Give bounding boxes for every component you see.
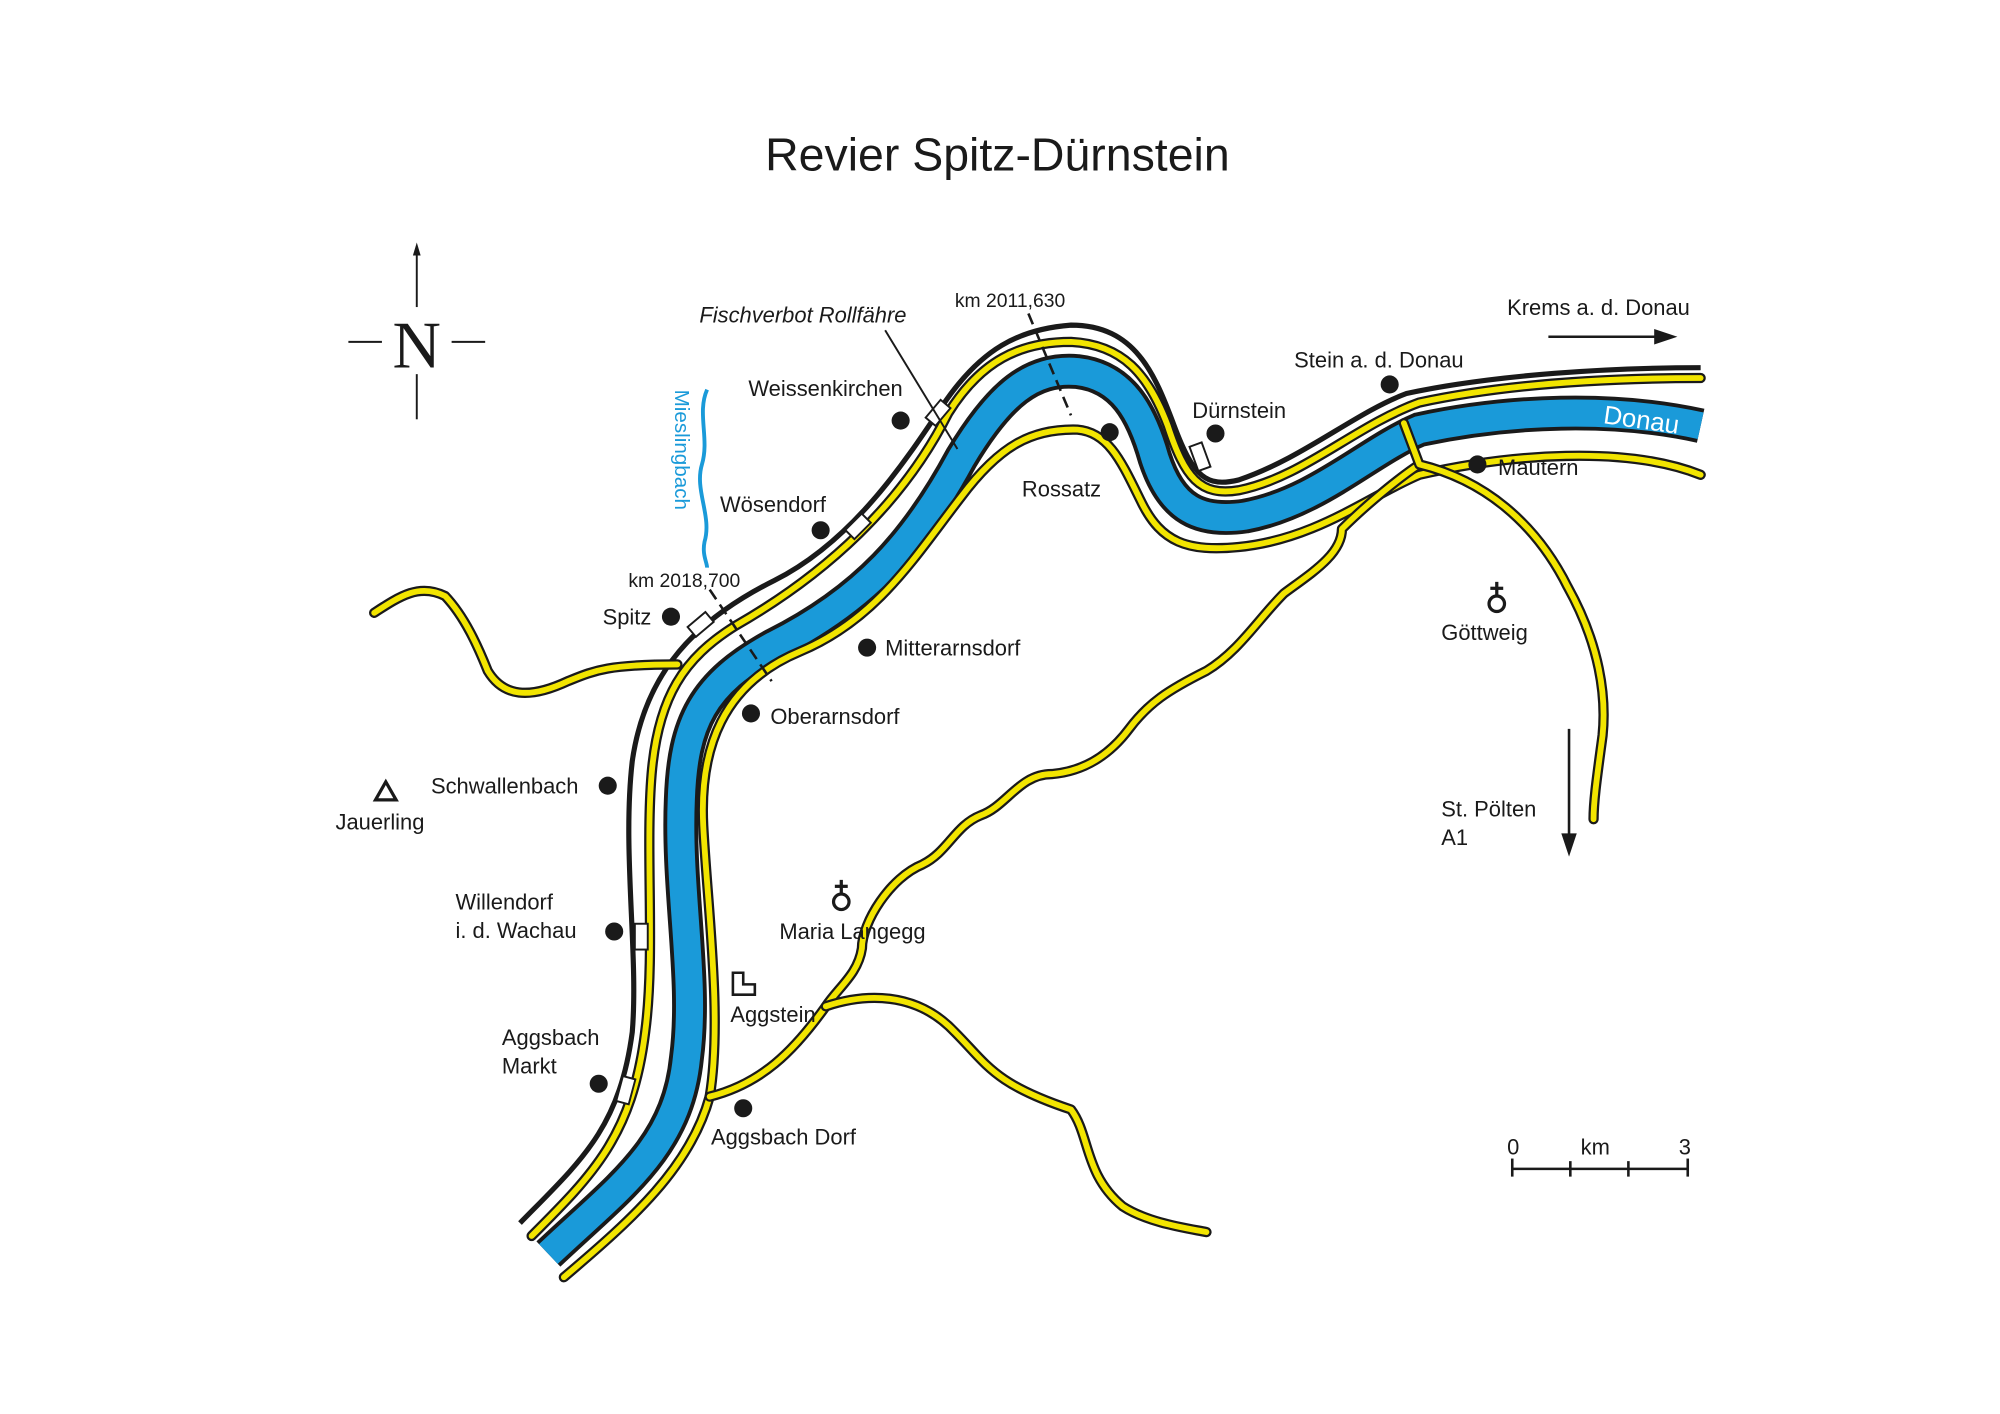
svg-text:Aggstein: Aggstein — [730, 1002, 815, 1027]
svg-text:Jauerling: Jauerling — [335, 810, 424, 835]
ferry-fishing-ban-label: Fischverbot Rollfähre — [699, 303, 906, 328]
monastery-icon — [1487, 581, 1507, 614]
km-marker-west: km 2018,700 — [628, 570, 740, 592]
svg-text:Oberarnsdorf: Oberarnsdorf — [770, 704, 900, 729]
svg-text:Spitz: Spitz — [603, 604, 652, 629]
river-label-mieslingbach: Mieslingbach — [670, 390, 693, 510]
map-title: Revier Spitz-Dürnstein — [765, 128, 1230, 180]
castle-ruin-icon — [731, 971, 757, 996]
svg-text:Mautern: Mautern — [1498, 455, 1578, 480]
svg-text:km: km — [1581, 1135, 1610, 1160]
svg-text:Schwallenbach: Schwallenbach — [431, 773, 578, 798]
svg-text:Maria Langegg: Maria Langegg — [779, 919, 925, 944]
arrow-east-icon — [1548, 328, 1678, 345]
svg-text:A1: A1 — [1441, 825, 1468, 850]
railway-line — [518, 322, 1701, 1225]
svg-text:St. Pölten: St. Pölten — [1441, 797, 1536, 822]
svg-text:Wösendorf: Wösendorf — [720, 492, 827, 517]
svg-text:Krems a. d. Donau: Krems a. d. Donau — [1507, 295, 1690, 320]
svg-text:Markt: Markt — [502, 1053, 557, 1078]
mountain-peak-icon — [372, 778, 399, 802]
svg-text:Rossatz: Rossatz — [1022, 477, 1101, 502]
km-marker-east: km 2011,630 — [955, 290, 1065, 312]
svg-text:Weissenkirchen: Weissenkirchen — [748, 376, 902, 401]
place-labels: Krems a. d. Donau St. Pölten A1 Weissenk… — [335, 295, 1689, 1150]
svg-text:Aggsbach Dorf: Aggsbach Dorf — [711, 1124, 857, 1149]
svg-text:i. d. Wachau: i. d. Wachau — [455, 918, 576, 943]
svg-text:Stein a. d. Donau: Stein a. d. Donau — [1294, 348, 1463, 373]
town-dots — [589, 375, 1487, 1118]
arrow-south-icon — [1561, 728, 1577, 857]
road-network — [369, 418, 1609, 1238]
scale-bar: 0 km 3 — [1507, 1135, 1691, 1177]
road-south-bank — [558, 424, 1706, 1283]
svg-text:Willendorf: Willendorf — [455, 890, 553, 915]
svg-text:N: N — [393, 308, 441, 383]
river-mieslingbach — [698, 388, 710, 568]
svg-text:3: 3 — [1679, 1135, 1691, 1160]
svg-text:Dürnstein: Dürnstein — [1192, 398, 1286, 423]
svg-text:Aggsbach: Aggsbach — [502, 1025, 600, 1050]
svg-text:Göttweig: Göttweig — [1441, 620, 1528, 645]
svg-text:Mitterarnsdorf: Mitterarnsdorf — [885, 635, 1021, 660]
north-arrow-icon: N — [348, 242, 486, 420]
svg-text:0: 0 — [1507, 1135, 1519, 1160]
church-icon — [831, 879, 851, 912]
